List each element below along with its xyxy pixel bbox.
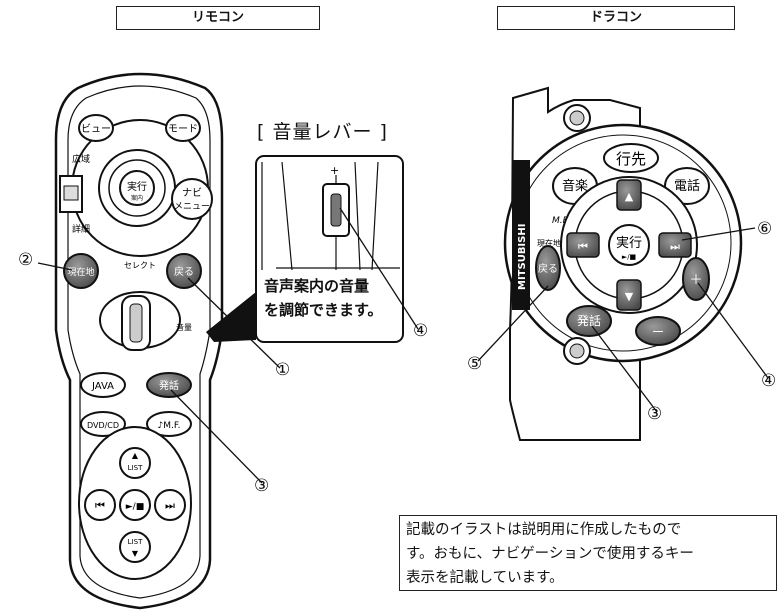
svg-text:⏭: ⏭ xyxy=(670,240,680,253)
callout-3-remote: ③ xyxy=(254,476,270,496)
volume-lever-title: [ 音量レバー ] xyxy=(257,121,388,143)
navi-label: ナビ xyxy=(182,187,202,199)
exec-button[interactable] xyxy=(119,170,155,206)
svg-text:▲: ▲ xyxy=(625,190,634,203)
exec-label: 実行 xyxy=(127,180,147,193)
list-up-label: LIST xyxy=(128,464,143,472)
callout-6: ⑥ xyxy=(757,219,773,239)
dracon-controller: MITSUBISHI 行先 音楽 M.F. 電話 ▲ ▼ ⏮ ⏭ 実行 ►/■ … xyxy=(503,86,743,441)
dracon-call-button[interactable] xyxy=(566,305,612,337)
destination-label: 行先 xyxy=(616,150,646,168)
play-pause-button[interactable] xyxy=(119,489,151,521)
mf-button[interactable] xyxy=(146,411,192,437)
navi-menu-button[interactable] xyxy=(171,178,213,220)
callout-2: ② xyxy=(18,250,34,270)
mode-button[interactable] xyxy=(165,114,201,142)
list-down-button[interactable] xyxy=(119,531,151,563)
dracon-exec-button[interactable] xyxy=(608,224,650,266)
view-label: ビュー xyxy=(81,123,111,135)
callout-3-dracon: ③ xyxy=(647,404,663,424)
svg-text:⏮: ⏮ xyxy=(578,240,588,253)
current-location-label: 現在地 xyxy=(67,266,94,278)
volume-lever-description: 音声案内の音量 を調節できます。 xyxy=(264,274,383,322)
play-pause-icon: ►/■ xyxy=(126,502,144,512)
dvdcd-button[interactable] xyxy=(80,411,126,437)
destination-button[interactable] xyxy=(603,143,659,173)
callout-5: ⑤ xyxy=(467,354,483,374)
dracon-current-label: 現在地 xyxy=(537,238,561,248)
call-label: 発話 xyxy=(159,379,179,392)
svg-text:▲: ▲ xyxy=(132,451,139,460)
svg-text:►/■: ►/■ xyxy=(622,253,636,261)
remote-control: ビュー モード 広域 詳細 実行 案内 ナビ メニュー 現在地 セレクト 戻る … xyxy=(54,72,224,610)
dracon-call-label: 発話 xyxy=(577,313,601,328)
java-button[interactable] xyxy=(80,372,126,398)
guide-label: 案内 xyxy=(131,194,143,202)
wide-label: 広域 xyxy=(72,153,90,165)
svg-text:▼: ▼ xyxy=(625,290,634,303)
callout-1: ① xyxy=(275,360,291,380)
up-button[interactable] xyxy=(616,179,642,211)
view-button[interactable] xyxy=(78,114,114,142)
back-button[interactable] xyxy=(166,253,202,289)
callout-lines xyxy=(37,207,769,484)
java-label: JAVA xyxy=(91,381,114,392)
callout-4-remote: ④ xyxy=(413,321,429,341)
next-track-button[interactable] xyxy=(658,232,692,258)
next-icon: ⏭ xyxy=(165,499,175,512)
volume-desc-line-1: 音声案内の音量 xyxy=(264,277,370,295)
mode-label: モード xyxy=(168,124,198,135)
down-button[interactable] xyxy=(616,279,642,311)
next-button[interactable] xyxy=(154,489,186,521)
list-up-button[interactable] xyxy=(119,447,151,479)
note-line-2: す。おもに、ナビゲーションで使用するキー xyxy=(406,546,694,562)
detail-label: 詳細 xyxy=(72,223,90,235)
list-down-label: LIST xyxy=(128,538,143,546)
volume-label: 音量 xyxy=(176,322,192,332)
phone-label: 電話 xyxy=(674,178,700,194)
note-box: 記載のイラストは説明用に作成したもので す。おもに、ナビゲーションで使用するキー… xyxy=(399,515,777,591)
volume-down-label: ー xyxy=(652,325,664,339)
dvdcd-label: DVD/CD xyxy=(87,421,119,430)
music-label: 音楽 xyxy=(562,178,588,194)
back-label: 戻る xyxy=(174,265,194,278)
dracon-header: ドラコン xyxy=(497,6,735,30)
brand-label: MITSUBISHI xyxy=(517,224,528,290)
mf-label: M.F. xyxy=(552,216,570,226)
current-location-button[interactable] xyxy=(63,253,99,289)
svg-text:▼: ▼ xyxy=(132,549,139,558)
prev-button[interactable] xyxy=(84,489,116,521)
note-line-1: 記載のイラストは説明用に作成したもので xyxy=(406,522,682,538)
brand-strip xyxy=(512,160,530,310)
dracon-back-label: 戻る xyxy=(538,262,558,275)
volume-down-button[interactable] xyxy=(635,316,681,346)
callout-4-dracon: ④ xyxy=(761,371,777,391)
note-line-3: 表示を記載しています。 xyxy=(406,570,564,586)
dracon-exec-label: 実行 xyxy=(616,235,642,251)
volume-lever-inset: + xyxy=(206,155,404,343)
call-button[interactable] xyxy=(146,372,192,398)
svg-text:+: + xyxy=(330,164,339,177)
dracon-back-button[interactable] xyxy=(535,245,561,291)
prev-track-button[interactable] xyxy=(566,232,600,258)
prev-icon: ⏮ xyxy=(95,499,105,512)
volume-desc-line-2: を調節できます。 xyxy=(264,301,383,319)
mf-label: ♪M.F. xyxy=(158,421,181,431)
menu-label: メニュー xyxy=(174,202,210,212)
select-label: セレクト xyxy=(124,261,156,270)
remote-header: リモコン xyxy=(116,6,320,30)
